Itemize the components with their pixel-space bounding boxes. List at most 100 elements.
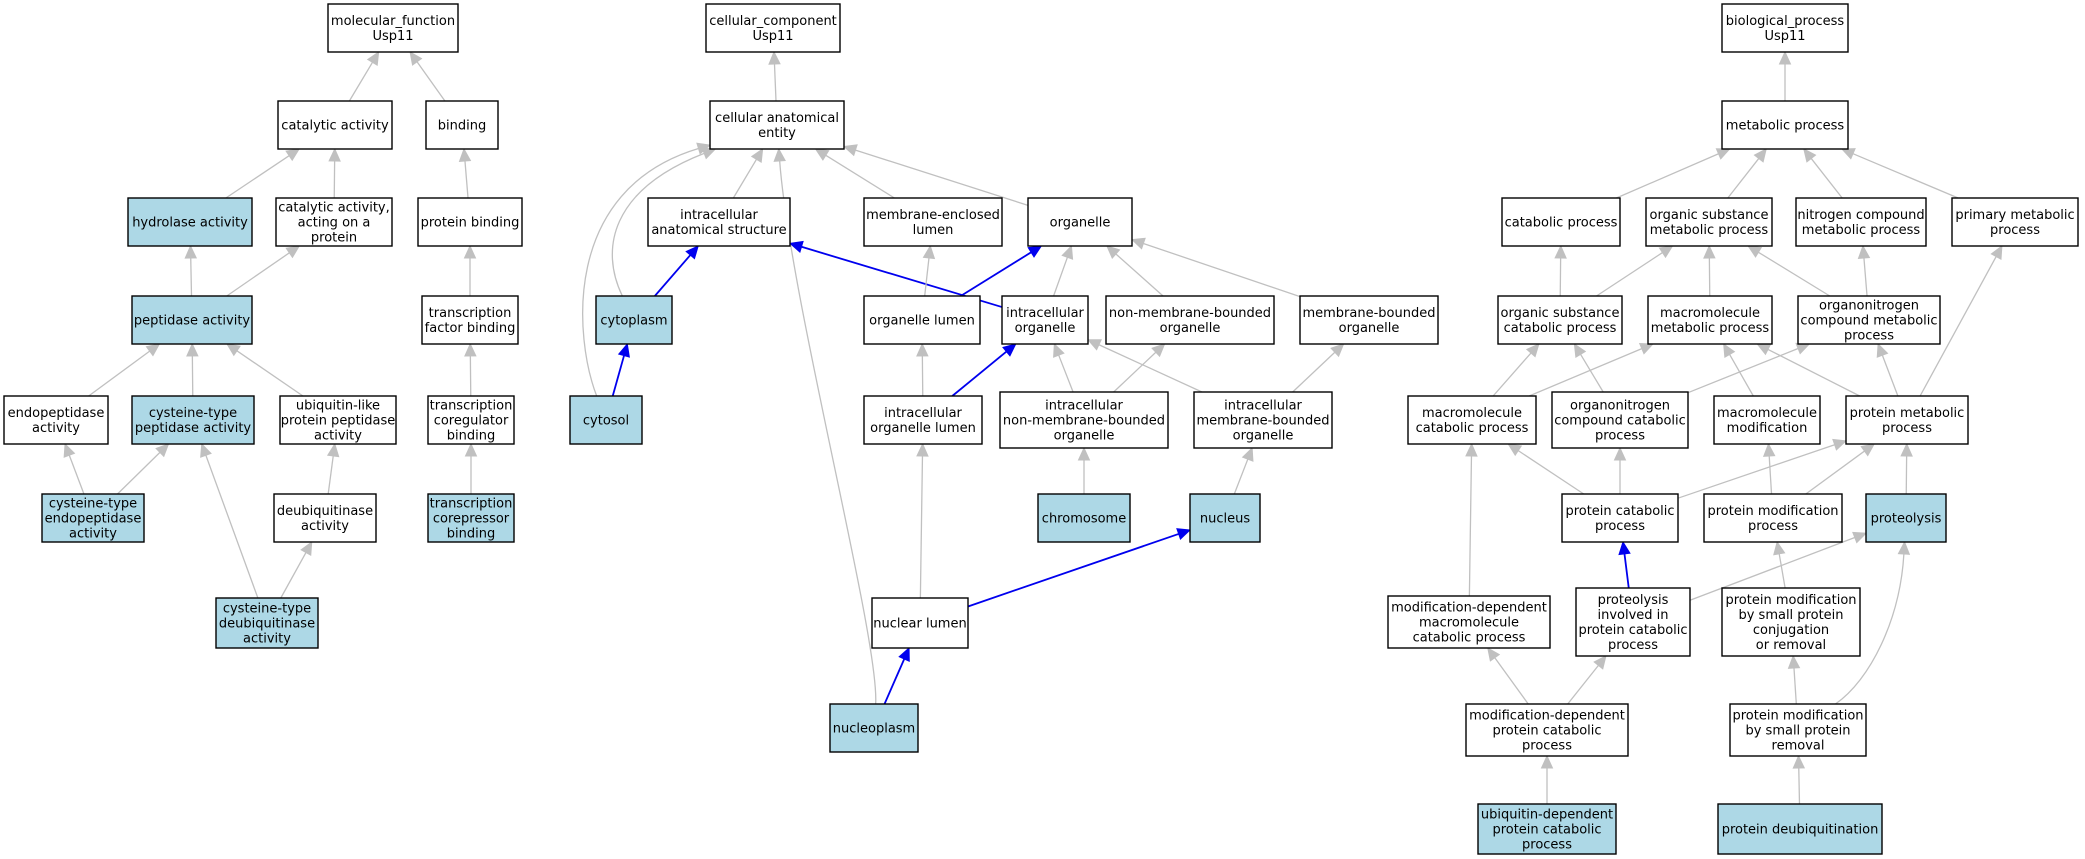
arrowhead-icon bbox=[1487, 647, 1501, 662]
node-box bbox=[1407, 395, 1537, 445]
node-binding[interactable]: binding bbox=[425, 100, 499, 150]
node-box bbox=[131, 395, 255, 445]
arrowhead-icon bbox=[1176, 528, 1192, 541]
node-label-line: factor binding bbox=[425, 321, 516, 336]
node-catalytic-activity[interactable]: catalytic activity bbox=[277, 100, 393, 150]
arrowhead-icon bbox=[922, 244, 936, 260]
node-metabolic-process[interactable]: metabolic process bbox=[1721, 100, 1849, 150]
node-proteolysis[interactable]: proteolysis bbox=[1865, 493, 1947, 543]
node-label-line: membrane-bounded bbox=[1196, 414, 1329, 429]
node-organelle[interactable]: organelle bbox=[1027, 197, 1133, 247]
arrowhead-icon bbox=[1618, 540, 1631, 556]
node-label-line: removal bbox=[1772, 739, 1825, 754]
arrowhead-icon bbox=[1151, 343, 1166, 358]
node-label-line: binding bbox=[447, 429, 495, 444]
node-peptidase-activity[interactable]: peptidase activity bbox=[131, 295, 253, 345]
edge-line bbox=[883, 658, 906, 705]
node-cytosol[interactable]: cytosol bbox=[569, 395, 643, 445]
edge-line bbox=[1580, 353, 1604, 393]
node-organelle-lumen[interactable]: organelle lumen bbox=[863, 295, 981, 345]
node-protein-deubiquitination[interactable]: protein deubiquitination bbox=[1717, 803, 1883, 855]
node-intracellular-non-membrane[interactable]: intracellularnon-membrane-boundedorganel… bbox=[999, 391, 1169, 449]
node-mod-dep-macromolecule-catabolic[interactable]: modification-dependentmacromoleculecatab… bbox=[1387, 595, 1551, 649]
edge-macromolecule_catabolic-to-organic_substance_catabolic bbox=[1492, 343, 1540, 397]
edge-cytosol-to-cytoplasm bbox=[611, 342, 630, 397]
edge-line bbox=[1768, 455, 1773, 495]
node-label-line: process bbox=[1748, 519, 1798, 534]
node-catabolic-process[interactable]: catabolic process bbox=[1501, 197, 1621, 247]
node-box bbox=[1299, 295, 1439, 345]
node-nuclear-lumen[interactable]: nuclear lumen bbox=[871, 597, 969, 649]
node-label-line: transcription bbox=[430, 497, 513, 512]
node-label-line: process bbox=[1522, 838, 1572, 853]
edge-line bbox=[1623, 553, 1630, 589]
edge-protein_mod_small_removal-to-protein_mod_small_conj bbox=[1787, 654, 1801, 705]
node-label-line: catabolic process bbox=[1416, 421, 1529, 436]
node-nucleoplasm[interactable]: nucleoplasm bbox=[829, 703, 919, 753]
arrowhead-icon bbox=[1061, 244, 1074, 260]
node-nucleus[interactable]: nucleus bbox=[1189, 493, 1261, 543]
node-hydrolase-activity[interactable]: hydrolase activity bbox=[127, 197, 253, 247]
node-label-line: organelle bbox=[1015, 321, 1076, 336]
edge-line bbox=[951, 350, 1008, 397]
edge-chromosome-to-intracellular_non_membrane bbox=[1077, 446, 1091, 494]
node-label-line: modification-dependent bbox=[1469, 709, 1625, 724]
node-box bbox=[41, 493, 145, 543]
node-protein-binding[interactable]: protein binding bbox=[417, 197, 523, 247]
arrowhead-icon bbox=[285, 245, 301, 259]
node-label-line: peptidase activity bbox=[134, 314, 251, 329]
edge-line bbox=[1677, 444, 1835, 499]
node-box bbox=[1561, 493, 1679, 543]
node-label-line: modification-dependent bbox=[1391, 601, 1547, 616]
edge-line bbox=[1758, 251, 1831, 297]
edge-membrane_enclosed_lumen-to-cellular_anatomical_entity bbox=[814, 148, 895, 199]
node-label-line: nuclear lumen bbox=[873, 617, 966, 632]
node-box bbox=[871, 597, 969, 649]
node-chromosome[interactable]: chromosome bbox=[1037, 493, 1131, 543]
node-label-line: organelle lumen bbox=[869, 314, 975, 329]
node-cytoplasm[interactable]: cytoplasm bbox=[595, 295, 673, 345]
node-label-line: compound metabolic bbox=[1800, 314, 1937, 329]
edge-protein_mod_small_conj-to-protein_modification bbox=[1773, 540, 1786, 589]
edge-proteolysis-to-protein_metabolic bbox=[1900, 442, 1913, 495]
